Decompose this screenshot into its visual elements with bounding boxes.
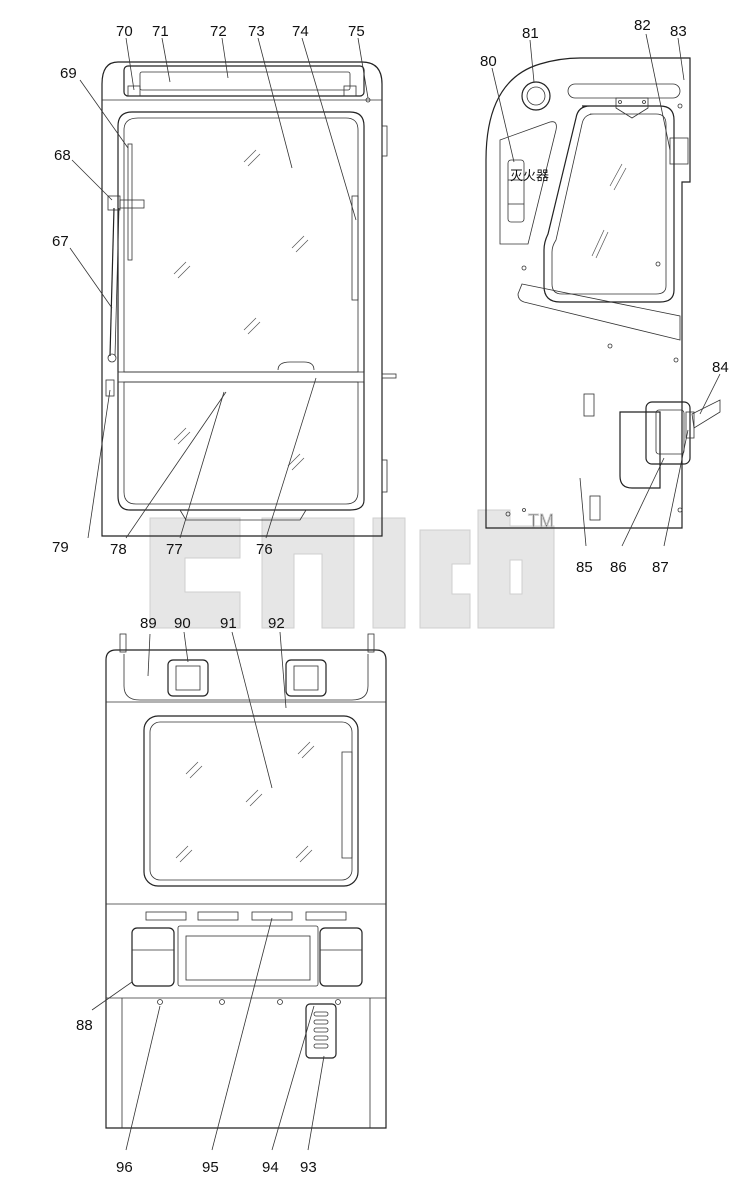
callout-83: 83 (670, 23, 687, 40)
callout-67: 67 (52, 233, 69, 250)
callout-89: 89 (140, 615, 157, 632)
leader-lines (69, 33, 721, 1151)
callout-95: 95 (202, 1159, 219, 1176)
callout-85: 87 (652, 559, 669, 576)
callout-90: 90 (174, 615, 191, 632)
watermark: TM (149, 509, 555, 629)
watermark-trademark: TM (528, 511, 554, 531)
callout-77: 77 (166, 541, 183, 558)
callout-93: 93 (300, 1159, 317, 1176)
callout-94: 94 (262, 1159, 279, 1176)
callout-91: 91 (220, 615, 237, 632)
callout-76: 76 (256, 541, 273, 558)
callout-labels: 70 71 72 73 74 75 69 68 67 79 78 77 76 8… (52, 17, 729, 1176)
callout-92: 92 (268, 615, 285, 632)
callout-75: 75 (348, 23, 365, 40)
door-inside-view: 灭火器 (485, 57, 721, 529)
callout-82: 82 (634, 17, 651, 34)
callout-86: 86 (610, 559, 627, 576)
callout-74: 74 (292, 23, 309, 40)
callout-73: 73 (248, 23, 265, 40)
rear-panel-view (105, 633, 387, 1129)
callout-72: 72 (210, 23, 227, 40)
callout-96: 96 (116, 1159, 133, 1176)
callout-81: 81 (522, 25, 539, 42)
callout-88: 88 (76, 1017, 93, 1034)
callout-79: 79 (52, 539, 69, 556)
callout-70: 70 (116, 23, 133, 40)
callout-87: 85 (576, 559, 593, 576)
door-front-view (101, 61, 397, 537)
extinguisher-label: 灭火器 (510, 169, 549, 184)
callout-84: 84 (712, 359, 729, 376)
callout-78: 78 (110, 541, 127, 558)
callout-71: 71 (152, 23, 169, 40)
callout-80: 80 (480, 53, 497, 70)
callout-68: 68 (54, 147, 71, 164)
callout-69: 69 (60, 65, 77, 82)
